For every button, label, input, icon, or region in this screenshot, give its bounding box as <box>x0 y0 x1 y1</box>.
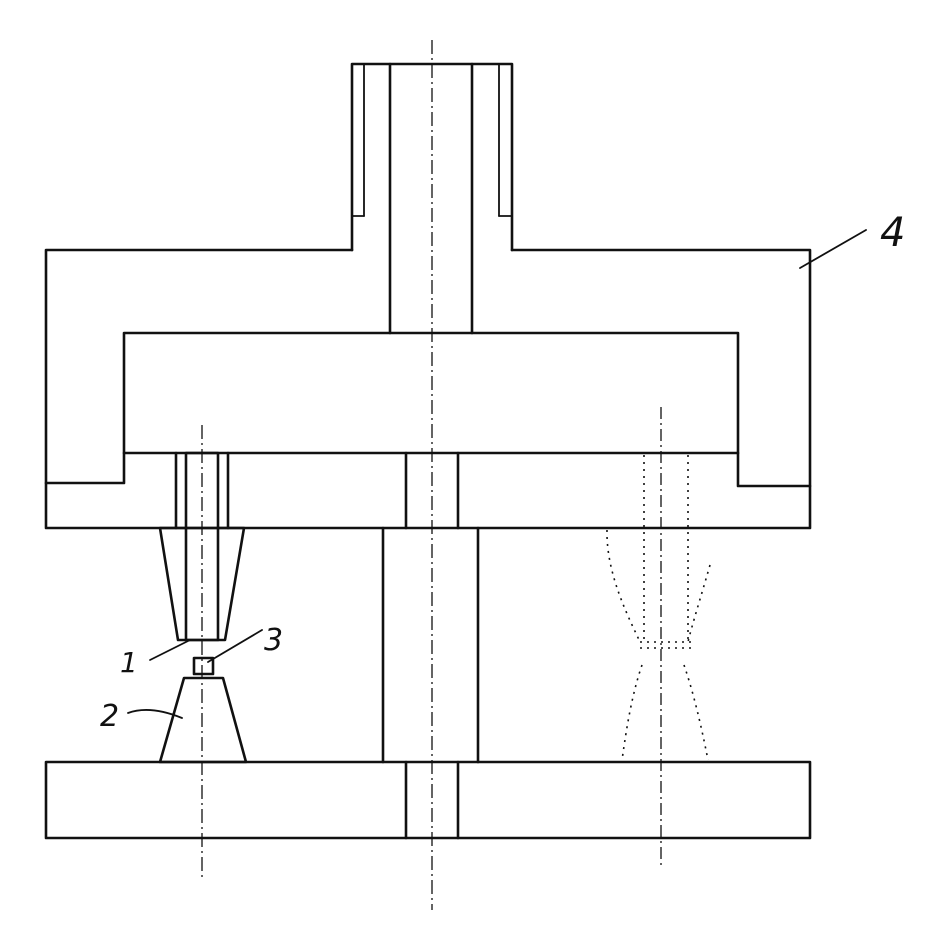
leader-line-frame <box>799 229 867 269</box>
blank <box>192 656 215 676</box>
leader-line-pin <box>149 639 191 661</box>
label-die: 2 <box>100 699 119 734</box>
label-blank: 3 <box>264 623 283 658</box>
base-plate <box>44 760 812 840</box>
label-frame: 4 <box>880 210 905 256</box>
label-pin: 1 <box>120 646 138 679</box>
leader-line-blank <box>207 629 263 663</box>
punch-holder <box>158 451 246 642</box>
central-post <box>381 526 480 764</box>
ghost-station <box>606 455 711 761</box>
leader-line-die <box>127 709 183 719</box>
upper-frame <box>44 248 812 530</box>
lower-die <box>158 676 248 764</box>
